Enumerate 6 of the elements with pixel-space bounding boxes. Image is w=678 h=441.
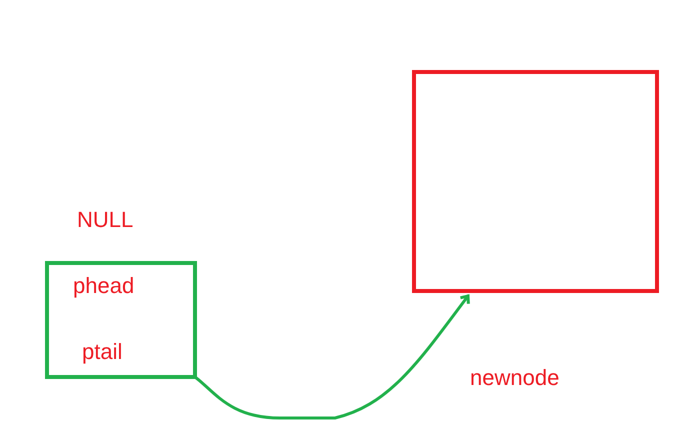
pointer-box (45, 261, 197, 379)
node-caption: newnode (470, 367, 560, 389)
pointer-name: ptail (82, 341, 122, 363)
null-label: NULL (77, 209, 134, 231)
pointer-name: phead (73, 275, 134, 297)
curved-arrow (194, 294, 470, 420)
